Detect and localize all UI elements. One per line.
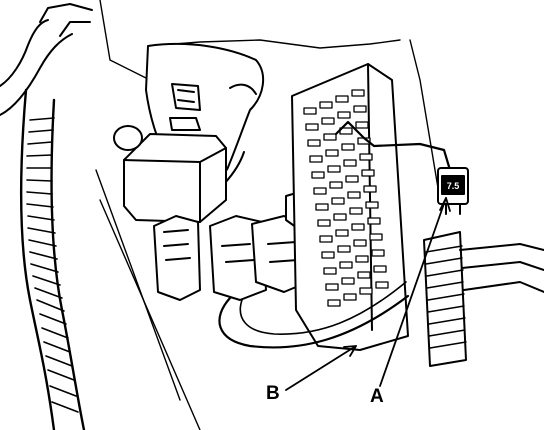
probe-wire	[334, 120, 452, 172]
left-wire-harness	[0, 3, 93, 430]
callout-a: A	[370, 386, 384, 407]
callout-arrows	[285, 197, 451, 391]
wire-b	[218, 294, 410, 349]
right-wire-harness	[423, 231, 544, 367]
dash-panel	[95, 0, 441, 430]
fuse-a	[437, 167, 469, 215]
relay-block	[113, 117, 227, 223]
callout-b: B	[266, 383, 280, 404]
wire-b-inner	[239, 281, 407, 335]
fuse-box	[291, 63, 409, 351]
